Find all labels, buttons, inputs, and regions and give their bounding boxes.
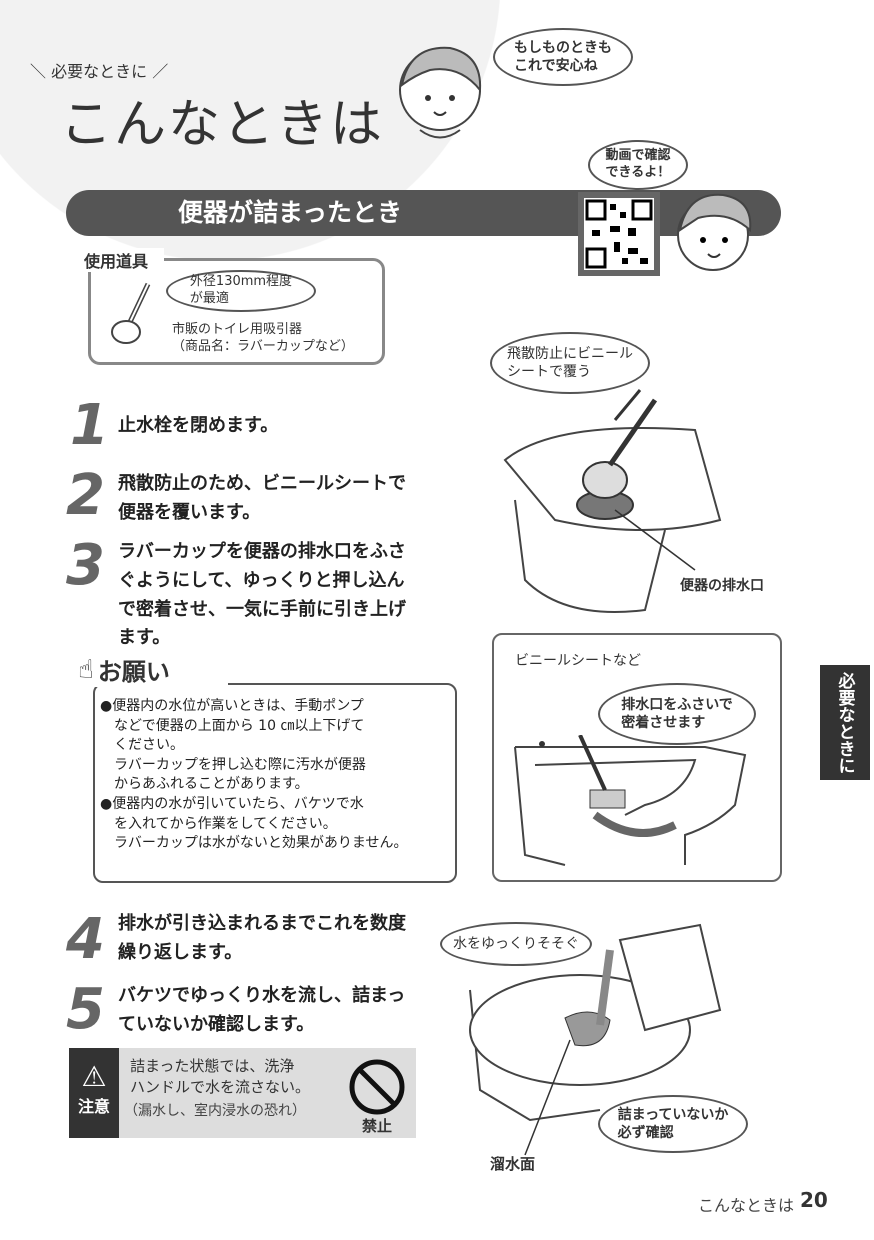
pointing-hand-icon: ☝ (78, 654, 94, 685)
toilet-plunger-illustration-icon (503, 389, 722, 613)
caution-text: 詰まった状態では、洗浄 ハンドルで水を流さない。 (130, 1057, 311, 1096)
request-title: お願い (97, 658, 170, 686)
caution-sub: （漏水し、室内浸水の恐れ） (124, 1103, 306, 1119)
step-text: 飛散防止のため、ビニールシートで 便器を覆います。 (118, 473, 406, 523)
kicker: ＼ 必要なときに ／ (30, 62, 169, 81)
step-number: 1 (70, 393, 109, 458)
tools-label: 使用道具 (80, 248, 164, 272)
seal-bubble: 排水口をふさいで 密着させます (598, 683, 756, 745)
step-text: 止水栓を閉めます。 (118, 415, 279, 436)
qr-code-icon (584, 198, 654, 270)
step-number: 5 (66, 977, 105, 1042)
water-surface-label: 溜水面 (490, 1155, 536, 1173)
pour-bubble: 水をゆっくりそそぐ (440, 922, 592, 966)
tools-box (88, 258, 385, 365)
request-text: ●便器内の水位が高いときは、手動ポンプ などで便器の上面から 10 ㎝以上下げて… (100, 698, 408, 852)
sheet-bubble: 飛散防止にビニール シートで覆う (490, 332, 650, 394)
step-number: 3 (66, 533, 105, 598)
toilet-cross-section-icon (514, 735, 747, 866)
qr-code[interactable] (578, 192, 660, 276)
tool-size-bubble: 外径130mm程度 が最適 (166, 270, 316, 312)
plunger-icon (111, 282, 151, 344)
page-number: 20 (800, 1188, 828, 1212)
speech-bubble-reassure: もしものときも これで安心ね (493, 28, 633, 86)
warning-icon: ⚠ (81, 1060, 107, 1093)
section-title: 便器が詰まったとき (177, 198, 402, 227)
speech-bubble-video: 動画で確認 できるよ！ (588, 140, 688, 190)
caution-box (69, 1048, 416, 1138)
side-tab[interactable]: 必要なときに (820, 665, 870, 780)
request-heading: ☝ お願い (78, 652, 228, 687)
cross-section-panel (492, 633, 782, 882)
tools-desc: 市販のトイレ用吸引器（商品名：ラバーカップなど） (172, 322, 380, 356)
section-header-bar (66, 190, 781, 236)
step-text: 排水が引き込まれるまでこれを数度 繰り返します。 (118, 913, 406, 963)
step-number: 4 (66, 907, 105, 972)
step-number: 2 (66, 463, 105, 528)
caution-label: 注意 (77, 1097, 110, 1116)
kicker-text: 必要なときに (51, 62, 148, 81)
step-text: バケツでゆっくり水を流し、詰まっ ていないか確認します。 (118, 985, 406, 1035)
prohibit-icon (349, 1059, 405, 1115)
footer-section: こんなときは (697, 1196, 794, 1215)
page-title: こんなときは (60, 95, 385, 155)
tools-name: （商品名：ラバーカップなど） (172, 338, 354, 354)
girl-illustration-icon (399, 46, 482, 139)
sheet-etc-label: ビニールシートなど (515, 653, 641, 669)
tools-desc-text: 市販のトイレ用吸引器 (172, 322, 303, 337)
caution-side: ⚠ 注意 (69, 1048, 119, 1138)
step-text: ラバーカップを便器の排水口をふさ ぐようにして、ゆっくりと押し込ん で密着させ、… (118, 541, 406, 649)
girl-pointing-icon (677, 193, 752, 271)
prohibit-label: 禁止 (361, 1117, 392, 1135)
request-box (93, 683, 457, 883)
drain-label: 便器の排水口 (680, 578, 764, 594)
bucket-pouring-illustration-icon (469, 923, 722, 1156)
check-bubble: 詰まっていないか 必ず確認 (598, 1095, 748, 1153)
